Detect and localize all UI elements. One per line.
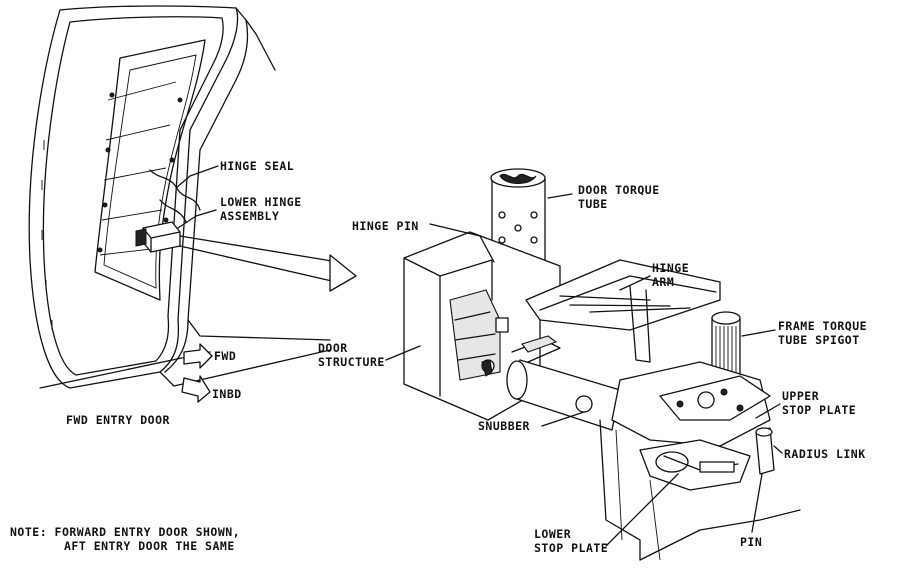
hinge-pin-leader [429, 223, 495, 263]
snubber-leader [541, 411, 585, 427]
label-lower-hinge-2: ASSEMBLY [220, 209, 279, 223]
hinge-arm [525, 259, 721, 363]
label-hinge-arm-2: ARM [652, 275, 674, 289]
lower-stop-leader [605, 473, 679, 547]
label-fwd-entry-door: FWD ENTRY DOOR [66, 413, 170, 427]
label-pin: PIN [740, 535, 762, 549]
label-frame-torque-2: TUBE SPIGOT [778, 333, 860, 347]
door-torque-leader [547, 193, 573, 199]
label-fwd: FWD [214, 349, 236, 363]
label-door-torque-1: DOOR TORQUE [578, 183, 660, 197]
label-snubber: SNUBBER [478, 419, 530, 433]
fwd-entry-door-view [28, 5, 331, 389]
label-note-1: NOTE: FORWARD ENTRY DOOR SHOWN, [10, 525, 240, 539]
snubber [506, 335, 621, 431]
hinge-seal-leader [175, 165, 219, 189]
label-door-structure-2: STRUCTURE [318, 355, 385, 369]
label-hinge-pin: HINGE PIN [352, 219, 419, 233]
label-door-torque-2: TUBE [578, 197, 608, 211]
callout-arrow-icon [179, 235, 357, 292]
label-radius-link: RADIUS LINK [784, 447, 866, 461]
upper-stop-leader [755, 403, 781, 419]
arrow-right-icon [181, 375, 211, 403]
radius-link-leader [773, 445, 783, 454]
lower-hinge-assembly-block [135, 221, 181, 253]
hinge-detail-view [403, 168, 801, 561]
label-upper-stop-1: UPPER [782, 389, 819, 403]
label-lower-stop-2: STOP PLATE [534, 541, 608, 555]
label-frame-torque-1: FRAME TORQUE [778, 319, 867, 333]
label-inbd: INBD [212, 387, 242, 401]
label-lower-stop-1: LOWER [534, 527, 571, 541]
pin-leader [751, 473, 763, 533]
label-note-2: AFT ENTRY DOOR THE SAME [64, 539, 235, 553]
label-hinge-arm-1: HINGE [652, 261, 689, 275]
label-door-structure-1: DOOR [318, 341, 348, 355]
arrow-right-icon [183, 343, 213, 369]
label-lower-hinge-1: LOWER HINGE [220, 195, 302, 209]
door-structure-leader [385, 345, 421, 361]
hinge-arm-leader [619, 275, 651, 291]
lower-hinge-leader [177, 209, 217, 229]
lower-stop-plate [639, 439, 751, 491]
label-upper-stop-2: STOP PLATE [782, 403, 856, 417]
frame-torque-leader [741, 329, 776, 337]
upper-stop-plate [611, 361, 775, 475]
label-hinge-seal: HINGE SEAL [220, 159, 294, 173]
